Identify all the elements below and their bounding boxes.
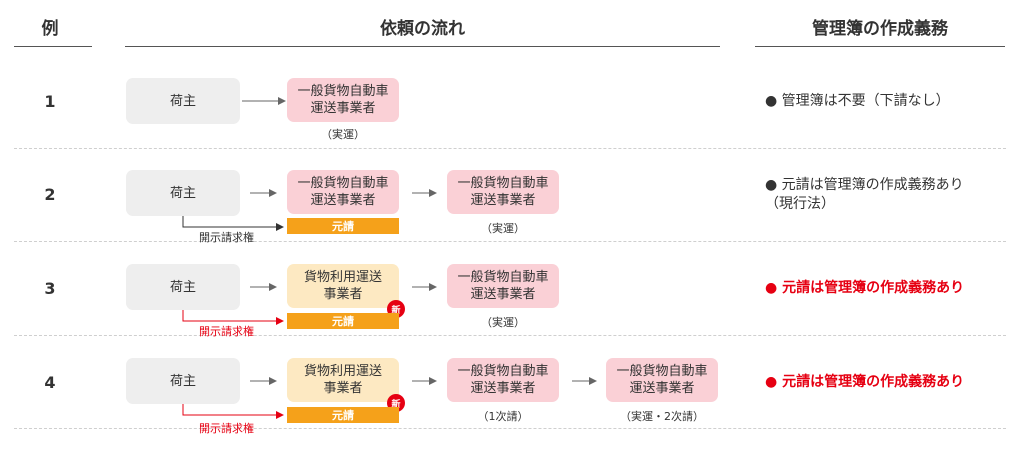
header-underline-flow xyxy=(125,46,720,47)
duty-text: ● 元請は管理簿の作成義務あり （現行法） xyxy=(765,177,964,212)
carrier-label: 一般貨物自動車 運送事業者 xyxy=(457,176,549,208)
motouke-label: 元請 xyxy=(287,407,399,423)
shipper-box: 荷主 xyxy=(126,78,240,124)
forwarder-label: 貨物利用運送 事業者 xyxy=(303,364,382,396)
row-number: 1 xyxy=(44,92,56,111)
row-separator xyxy=(14,241,1006,242)
disclosure-arrow xyxy=(182,216,284,231)
subcontractor-label: 一般貨物自動車 運送事業者 xyxy=(457,364,549,396)
motouke-label: 元請 xyxy=(287,218,399,234)
duty-text: ● 管理簿は不要（下請なし） xyxy=(765,93,950,109)
duty-text: ● 元請は管理簿の作成義務あり xyxy=(765,374,965,390)
row-separator xyxy=(14,428,1006,429)
row-number: 3 xyxy=(44,279,56,298)
carrier-box: 一般貨物自動車 運送事業者 xyxy=(606,358,718,402)
subcontractor-caption: （1次請） xyxy=(477,410,529,423)
carrier-label: 一般貨物自動車 運送事業者 xyxy=(616,364,708,396)
shipper-box: 荷主 xyxy=(126,264,240,310)
prime-carrier-box: 一般貨物自動車 運送事業者 xyxy=(287,170,399,214)
carrier-caption: （実運） xyxy=(481,316,525,329)
prime-carrier-label: 一般貨物自動車 運送事業者 xyxy=(297,176,389,208)
row-separator xyxy=(14,148,1006,149)
header-underline-duty xyxy=(755,46,1005,47)
disclosure-right-label: 開示請求権 xyxy=(199,422,254,435)
forwarder-box: 貨物利用運送 事業者 xyxy=(287,264,399,308)
shipper-box: 荷主 xyxy=(126,170,240,216)
carrier-caption: （実運） xyxy=(321,128,365,141)
header-flow: 依頼の流れ xyxy=(380,19,465,39)
row-number: 4 xyxy=(44,373,56,392)
carrier-caption: （実運） xyxy=(481,222,525,235)
header-underline-example xyxy=(14,46,92,47)
shipper-label: 荷主 xyxy=(169,185,196,201)
carrier-box: 一般貨物自動車 運送事業者 xyxy=(287,78,399,122)
shipper-label: 荷主 xyxy=(169,373,196,389)
shipper-box: 荷主 xyxy=(126,358,240,404)
disclosure-right-label: 開示請求権 xyxy=(199,231,254,244)
header-example: 例 xyxy=(41,19,59,39)
disclosure-arrow xyxy=(182,310,284,325)
carrier-box: 一般貨物自動車 運送事業者 xyxy=(447,170,559,214)
forwarder-label: 貨物利用運送 事業者 xyxy=(303,270,382,302)
forwarder-box: 貨物利用運送 事業者 xyxy=(287,358,399,402)
carrier-label: 一般貨物自動車 運送事業者 xyxy=(457,270,549,302)
disclosure-right-label: 開示請求権 xyxy=(199,325,254,338)
shipper-label: 荷主 xyxy=(169,93,196,109)
disclosure-arrow xyxy=(182,404,284,419)
motouke-label: 元請 xyxy=(287,313,399,329)
duty-text: ● 元請は管理簿の作成義務あり xyxy=(765,280,965,296)
row-separator xyxy=(14,335,1006,336)
row-number: 2 xyxy=(44,185,56,204)
carrier-box: 一般貨物自動車 運送事業者 xyxy=(447,264,559,308)
carrier-label: 一般貨物自動車 運送事業者 xyxy=(297,84,389,116)
shipper-label: 荷主 xyxy=(169,279,196,295)
header-duty: 管理簿の作成義務 xyxy=(812,19,948,39)
carrier-caption: （実運・2次請） xyxy=(620,410,704,423)
subcontractor-box: 一般貨物自動車 運送事業者 xyxy=(447,358,559,402)
